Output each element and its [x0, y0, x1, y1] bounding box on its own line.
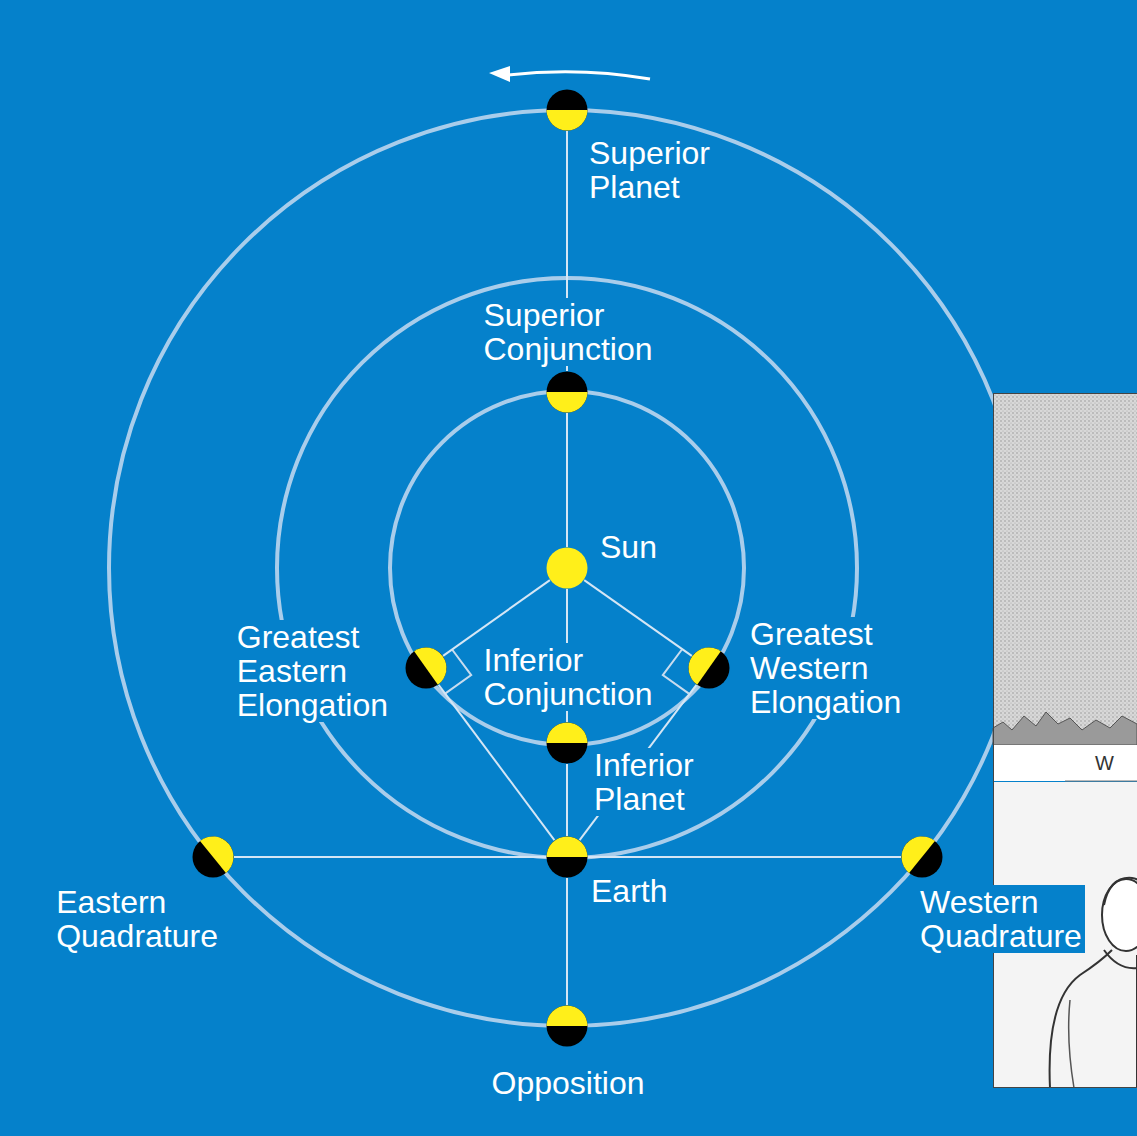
planet-label: Inferior Conjunction [481, 643, 656, 711]
planet-night-side [547, 90, 588, 131]
planet-night-side [547, 723, 588, 764]
planet-disc [688, 647, 730, 689]
planet-disc [546, 836, 588, 878]
planet-label: Opposition [489, 1066, 648, 1100]
planet-disc [546, 1005, 588, 1047]
planet-node: Superior Conjunction [546, 371, 588, 413]
earth-orbit [277, 278, 857, 858]
planet-day-side [200, 828, 242, 873]
planet-day-side [547, 392, 588, 412]
observer-arm [1069, 1000, 1074, 1088]
planet-disc [546, 722, 588, 764]
observer-hair [1104, 878, 1137, 905]
planet-disc [192, 836, 234, 878]
sight-line [588, 856, 901, 858]
direction-arrowhead [489, 66, 510, 82]
right-angle-mark [445, 650, 471, 694]
sight-line [234, 856, 546, 858]
planet-node: Earth [546, 836, 588, 878]
planet-node: Eastern Quadrature [192, 836, 234, 878]
planet-label: Eastern Quadrature [53, 885, 221, 953]
planet-disc [901, 836, 943, 878]
caption-strip [993, 745, 1137, 781]
sun-node: Sun [546, 547, 588, 589]
photo-panel [993, 393, 1137, 1088]
planet-disc [546, 371, 588, 413]
planet-disc [405, 647, 447, 689]
planet-day-side [547, 723, 588, 743]
mountain-silhouette [993, 712, 1137, 745]
planet-day-side [680, 639, 720, 684]
planet-node: Opposition [546, 1005, 588, 1047]
planet-node: Superior Planet [546, 89, 588, 131]
observer-head [1102, 879, 1137, 951]
planet-label: Sun [597, 530, 660, 564]
planet-day-side [414, 639, 454, 684]
planet-day-side [547, 1006, 588, 1026]
direction-arrow [508, 72, 650, 79]
planet-label: Superior Conjunction [481, 298, 656, 366]
panel-letter: W [1093, 752, 1116, 774]
planet-label: Inferior Planet [591, 748, 697, 816]
observer-collar [1104, 950, 1137, 968]
strip-rule [1065, 781, 1137, 782]
planet-night-side [547, 372, 588, 413]
planet-node: Inferior ConjunctionInferior Planet [546, 722, 588, 764]
observer-body [1050, 950, 1137, 1088]
outer-orbit [109, 110, 1025, 1026]
planet-day-side [547, 837, 588, 857]
photo-frame [994, 394, 1137, 1088]
sun-fill [547, 548, 588, 589]
planet-night-side [547, 837, 588, 878]
planet-node: Western Quadrature [901, 836, 943, 878]
planet-disc [546, 89, 588, 131]
planet-node: Greatest Eastern Elongation [405, 647, 447, 689]
planet-label: Western Quadrature [917, 885, 1085, 953]
planet-label: Greatest Western Elongation [747, 617, 904, 719]
planet-day-side [893, 828, 935, 873]
planet-label: Greatest Eastern Elongation [234, 620, 391, 722]
planet-label: Earth [588, 874, 670, 908]
planet-label: Superior Planet [586, 136, 713, 204]
sight-line [566, 413, 568, 547]
planet-night-side [547, 1006, 588, 1047]
sky-stipple [993, 393, 1137, 745]
sight-line [566, 764, 568, 836]
planet-day-side [547, 110, 588, 130]
right-angle-mark [663, 650, 689, 694]
sight-line [566, 878, 568, 1005]
sun-disc [546, 547, 588, 589]
planet-node: Greatest Western Elongation [688, 647, 730, 689]
